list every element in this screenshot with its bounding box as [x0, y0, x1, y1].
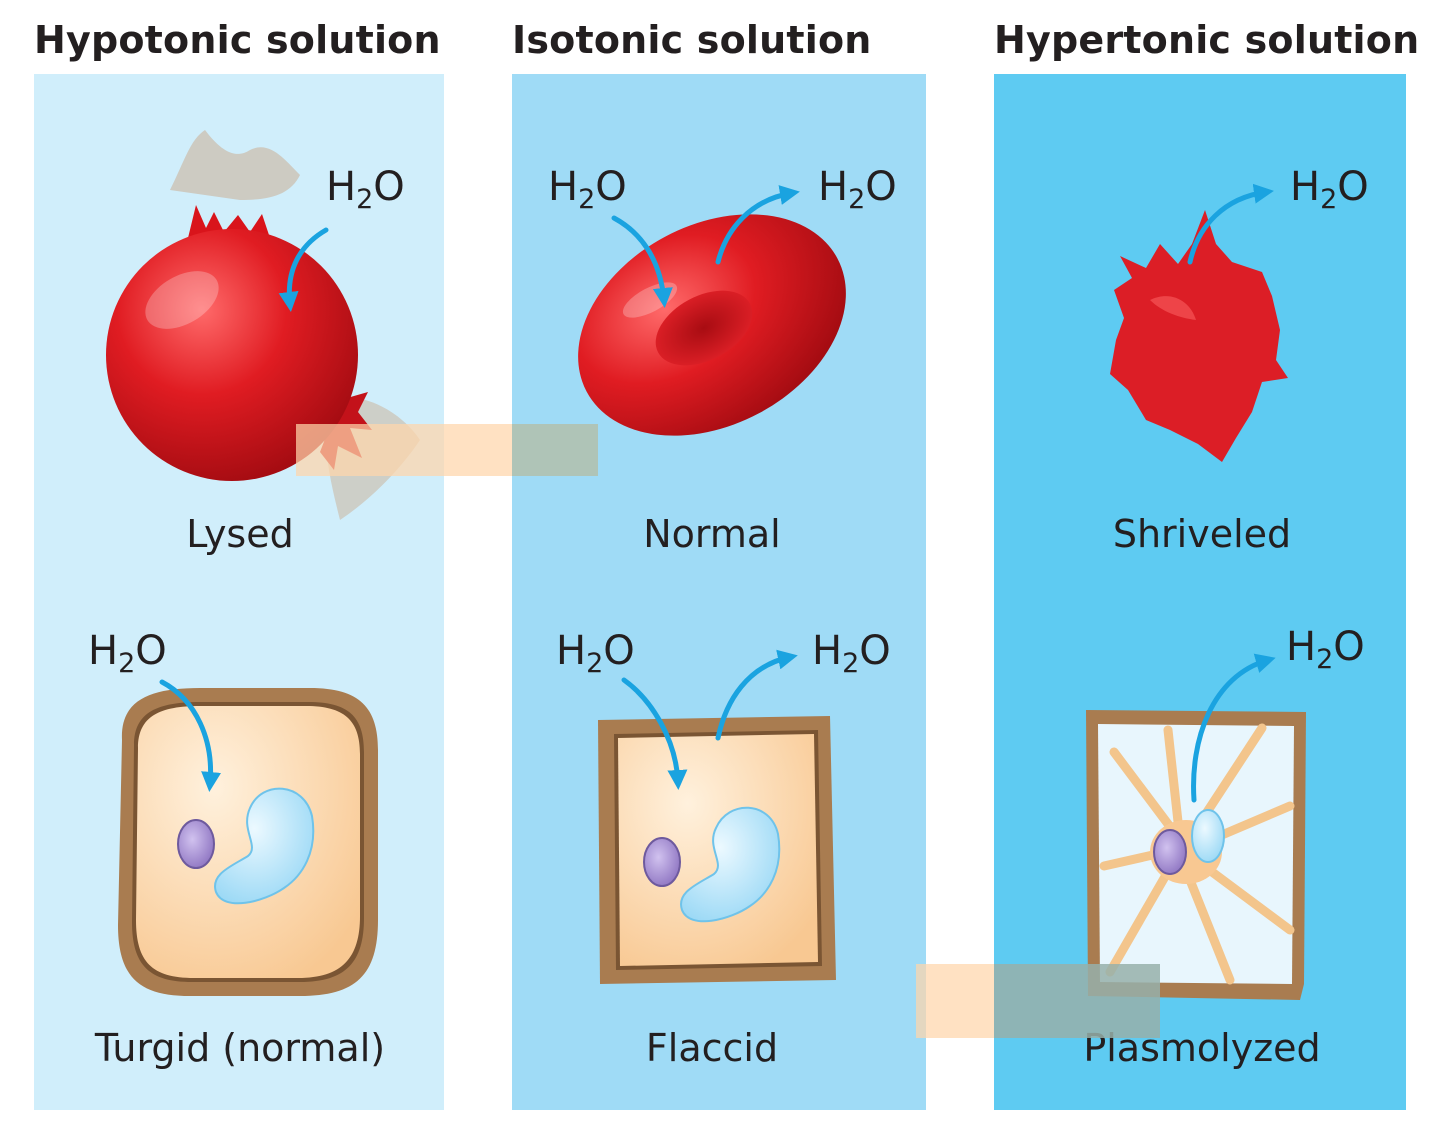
- overlay-bar: [916, 964, 994, 1038]
- water-label: H2O: [1286, 624, 1365, 675]
- turgid-plant-cell: [118, 688, 378, 996]
- shriveled-blood-cell: [1110, 210, 1288, 462]
- overlay-bar: [296, 424, 512, 476]
- water-label: H2O: [1290, 164, 1369, 215]
- water-label: H2O: [812, 628, 891, 679]
- arrow-into-normal-cell: [611, 215, 673, 308]
- lysed-label: Lysed: [186, 512, 294, 556]
- flaccid-label: Flaccid: [645, 1026, 779, 1070]
- arrow-out-of-shriveled-cell: [1187, 183, 1274, 265]
- water-label: H2O: [548, 164, 627, 215]
- water-label: H2O: [88, 628, 167, 679]
- arrow-into-lysed-cell: [278, 227, 329, 312]
- normal-label: Normal: [643, 512, 781, 556]
- arrow-out-of-flaccid-cell: [715, 649, 798, 741]
- arrow-into-turgid-cell: [159, 679, 222, 792]
- hypotonic-title: Hypotonic solution: [34, 18, 441, 62]
- arrow-out-of-plasmolyzed-cell: [1191, 653, 1276, 803]
- overlay-bar: [994, 964, 1160, 1038]
- water-label: H2O: [818, 164, 897, 215]
- arrow-into-flaccid-cell: [621, 677, 688, 790]
- turgid-label: Turgid (normal): [94, 1026, 386, 1070]
- water-label: H2O: [326, 164, 405, 215]
- normal-blood-cell: [578, 214, 846, 436]
- overlay-bar: [512, 424, 598, 476]
- water-label: H2O: [556, 628, 635, 679]
- hypertonic-title: Hypertonic solution: [994, 18, 1420, 62]
- arrow-out-of-normal-cell: [715, 185, 800, 265]
- plasmolyzed-plant-cell: [1086, 710, 1306, 1000]
- isotonic-title: Isotonic solution: [512, 18, 872, 62]
- flaccid-plant-cell: [598, 716, 836, 984]
- shriveled-label: Shriveled: [1112, 512, 1292, 556]
